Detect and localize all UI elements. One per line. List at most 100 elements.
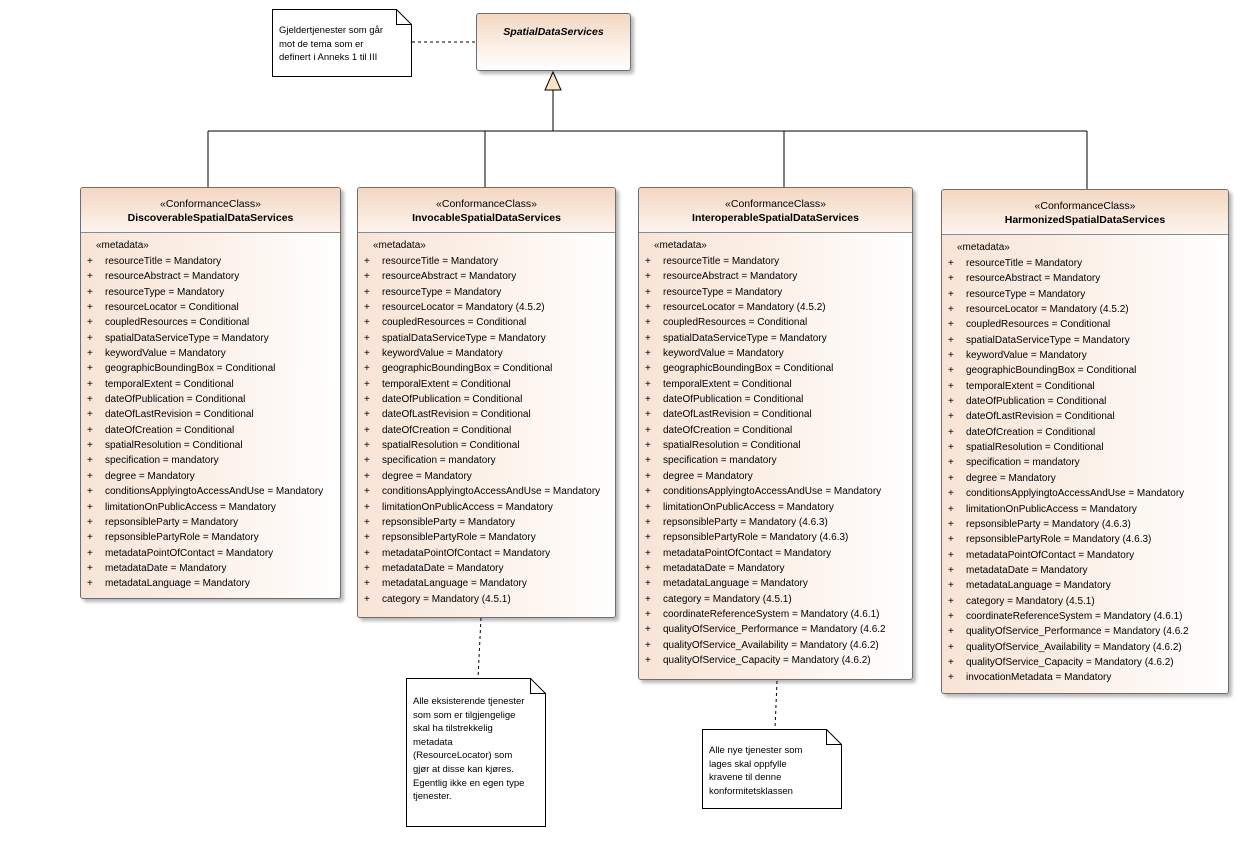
attribute-row[interactable]: +resourceTitle = Mandatory — [362, 254, 611, 269]
attribute-row[interactable]: +resourceAbstract = Mandatory — [85, 269, 336, 284]
attribute-row[interactable]: +dateOfPublication = Conditional — [362, 392, 611, 407]
attribute-row[interactable]: +invocationMetadata = Mandatory — [946, 670, 1224, 685]
attribute-row[interactable]: +resourceLocator = Mandatory (4.5.2) — [362, 300, 611, 315]
attribute-row[interactable]: +qualityOfService_Capacity = Mandatory (… — [643, 653, 908, 668]
attribute-row[interactable]: +resourceTitle = Mandatory — [85, 254, 336, 269]
attribute-row[interactable]: +metadataDate = Mandatory — [643, 561, 908, 576]
attribute-row[interactable]: +temporalExtent = Conditional — [946, 379, 1224, 394]
attribute-row[interactable]: +dateOfCreation = Conditional — [643, 423, 908, 438]
attribute-row[interactable]: +metadataPointOfContact = Mandatory — [643, 546, 908, 561]
attribute-row[interactable]: +degree = Mandatory — [946, 471, 1224, 486]
attribute-row[interactable]: +limitationOnPublicAccess = Mandatory — [946, 502, 1224, 517]
attribute-row[interactable]: +dateOfCreation = Conditional — [362, 423, 611, 438]
attribute-row[interactable]: +dateOfCreation = Conditional — [85, 423, 336, 438]
attribute-row[interactable]: +conditionsApplyingtoAccessAndUse = Mand… — [946, 486, 1224, 501]
attribute-row[interactable]: +spatialResolution = Conditional — [946, 440, 1224, 455]
attribute-row[interactable]: +degree = Mandatory — [85, 469, 336, 484]
attribute-row[interactable]: +repsonsibleParty = Mandatory (4.6.3) — [946, 517, 1224, 532]
attribute-row[interactable]: +limitationOnPublicAccess = Mandatory — [643, 500, 908, 515]
attribute-row[interactable]: +metadataDate = Mandatory — [946, 563, 1224, 578]
class-invocable[interactable]: «ConformanceClass» InvocableSpatialDataS… — [357, 187, 616, 618]
note-annex[interactable]: Gjeldertjenester som går mot de tema som… — [273, 10, 411, 76]
attribute-row[interactable]: +resourceType = Mandatory — [85, 285, 336, 300]
attribute-row[interactable]: +limitationOnPublicAccess = Mandatory — [85, 500, 336, 515]
attribute-row[interactable]: +category = Mandatory (4.5.1) — [946, 594, 1224, 609]
attribute-row[interactable]: +resourceType = Mandatory — [643, 285, 908, 300]
attribute-row[interactable]: +conditionsApplyingtoAccessAndUse = Mand… — [643, 484, 908, 499]
attribute-row[interactable]: +metadataDate = Mandatory — [362, 561, 611, 576]
attribute-row[interactable]: +keywordValue = Mandatory — [85, 346, 336, 361]
attribute-row[interactable]: +specification = mandatory — [643, 453, 908, 468]
attribute-row[interactable]: +qualityOfService_Capacity = Mandatory (… — [946, 655, 1224, 670]
attribute-row[interactable]: +conditionsApplyingtoAccessAndUse = Mand… — [362, 484, 611, 499]
attribute-row[interactable]: +metadataPointOfContact = Mandatory — [362, 546, 611, 561]
attribute-row[interactable]: +resourceLocator = Mandatory (4.5.2) — [643, 300, 908, 315]
attribute-row[interactable]: +repsonsibleParty = Mandatory — [85, 515, 336, 530]
attribute-row[interactable]: +resourceTitle = Mandatory — [946, 256, 1224, 271]
attribute-row[interactable]: +spatialDataServiceType = Mandatory — [946, 333, 1224, 348]
attribute-row[interactable]: +coordinateReferenceSystem = Mandatory (… — [946, 609, 1224, 624]
class-harmonized[interactable]: «ConformanceClass» HarmonizedSpatialData… — [941, 189, 1229, 694]
attribute-row[interactable]: +geographicBoundingBox = Conditional — [946, 363, 1224, 378]
attribute-row[interactable]: +category = Mandatory (4.5.1) — [643, 592, 908, 607]
attribute-row[interactable]: +qualityOfService_Availability = Mandato… — [946, 640, 1224, 655]
attribute-row[interactable]: +specification = mandatory — [946, 455, 1224, 470]
attribute-row[interactable]: +resourceAbstract = Mandatory — [946, 271, 1224, 286]
attribute-row[interactable]: +spatialDataServiceType = Mandatory — [643, 331, 908, 346]
attribute-row[interactable]: +repsonsiblePartyRole = Mandatory — [362, 530, 611, 545]
attribute-row[interactable]: +repsonsiblePartyRole = Mandatory — [85, 530, 336, 545]
attribute-row[interactable]: +geographicBoundingBox = Conditional — [643, 361, 908, 376]
attribute-row[interactable]: +category = Mandatory (4.5.1) — [362, 592, 611, 607]
attribute-row[interactable]: +coupledResources = Conditional — [946, 317, 1224, 332]
attribute-row[interactable]: +specification = mandatory — [85, 453, 336, 468]
attribute-row[interactable]: +keywordValue = Mandatory — [362, 346, 611, 361]
attribute-row[interactable]: +repsonsiblePartyRole = Mandatory (4.6.3… — [946, 532, 1224, 547]
attribute-row[interactable]: +resourceTitle = Mandatory — [643, 254, 908, 269]
attribute-row[interactable]: +spatialDataServiceType = Mandatory — [362, 331, 611, 346]
attribute-row[interactable]: +degree = Mandatory — [362, 469, 611, 484]
attribute-row[interactable]: +dateOfLastRevision = Conditional — [643, 407, 908, 422]
attribute-row[interactable]: +resourceType = Mandatory — [946, 287, 1224, 302]
class-discoverable[interactable]: «ConformanceClass» DiscoverableSpatialDa… — [80, 187, 341, 599]
attribute-row[interactable]: +coupledResources = Conditional — [643, 315, 908, 330]
attribute-row[interactable]: +geographicBoundingBox = Conditional — [362, 361, 611, 376]
attribute-row[interactable]: +metadataLanguage = Mandatory — [85, 576, 336, 591]
note-interoperable[interactable]: Alle nye tjenester som lages skal oppfyl… — [703, 730, 841, 808]
attribute-row[interactable]: +limitationOnPublicAccess = Mandatory — [362, 500, 611, 515]
attribute-row[interactable]: +conditionsApplyingtoAccessAndUse = Mand… — [85, 484, 336, 499]
attribute-row[interactable]: +degree = Mandatory — [643, 469, 908, 484]
attribute-row[interactable]: +qualityOfService_Performance = Mandator… — [643, 622, 908, 637]
attribute-row[interactable]: +coordinateReferenceSystem = Mandatory (… — [643, 607, 908, 622]
attribute-row[interactable]: +repsonsiblePartyRole = Mandatory (4.6.3… — [643, 530, 908, 545]
attribute-row[interactable]: +resourceAbstract = Mandatory — [643, 269, 908, 284]
attribute-row[interactable]: +spatialDataServiceType = Mandatory — [85, 331, 336, 346]
attribute-row[interactable]: +specification = mandatory — [362, 453, 611, 468]
attribute-row[interactable]: +resourceLocator = Mandatory (4.5.2) — [946, 302, 1224, 317]
attribute-row[interactable]: +qualityOfService_Availability = Mandato… — [643, 638, 908, 653]
attribute-row[interactable]: +resourceAbstract = Mandatory — [362, 269, 611, 284]
abstract-class-spatialdataservices[interactable]: SpatialDataServices — [476, 13, 631, 71]
attribute-row[interactable]: +coupledResources = Conditional — [362, 315, 611, 330]
attribute-row[interactable]: +metadataLanguage = Mandatory — [362, 576, 611, 591]
attribute-row[interactable]: +temporalExtent = Conditional — [643, 377, 908, 392]
attribute-row[interactable]: +geographicBoundingBox = Conditional — [85, 361, 336, 376]
attribute-row[interactable]: +spatialResolution = Conditional — [362, 438, 611, 453]
attribute-row[interactable]: +temporalExtent = Conditional — [85, 377, 336, 392]
attribute-row[interactable]: +qualityOfService_Performance = Mandator… — [946, 624, 1224, 639]
attribute-row[interactable]: +dateOfLastRevision = Conditional — [946, 409, 1224, 424]
attribute-row[interactable]: +dateOfCreation = Conditional — [946, 425, 1224, 440]
attribute-row[interactable]: +dateOfPublication = Conditional — [85, 392, 336, 407]
attribute-row[interactable]: +metadataPointOfContact = Mandatory — [85, 546, 336, 561]
attribute-row[interactable]: +metadataPointOfContact = Mandatory — [946, 548, 1224, 563]
attribute-row[interactable]: +dateOfPublication = Conditional — [643, 392, 908, 407]
attribute-row[interactable]: +temporalExtent = Conditional — [362, 377, 611, 392]
attribute-row[interactable]: +resourceLocator = Conditional — [85, 300, 336, 315]
attribute-row[interactable]: +metadataLanguage = Mandatory — [643, 576, 908, 591]
attribute-row[interactable]: +resourceType = Mandatory — [362, 285, 611, 300]
attribute-row[interactable]: +spatialResolution = Conditional — [643, 438, 908, 453]
attribute-row[interactable]: +dateOfLastRevision = Conditional — [362, 407, 611, 422]
class-interoperable[interactable]: «ConformanceClass» InteroperableSpatialD… — [638, 187, 913, 680]
attribute-row[interactable]: +metadataLanguage = Mandatory — [946, 578, 1224, 593]
attribute-row[interactable]: +repsonsibleParty = Mandatory (4.6.3) — [643, 515, 908, 530]
attribute-row[interactable]: +keywordValue = Mandatory — [643, 346, 908, 361]
